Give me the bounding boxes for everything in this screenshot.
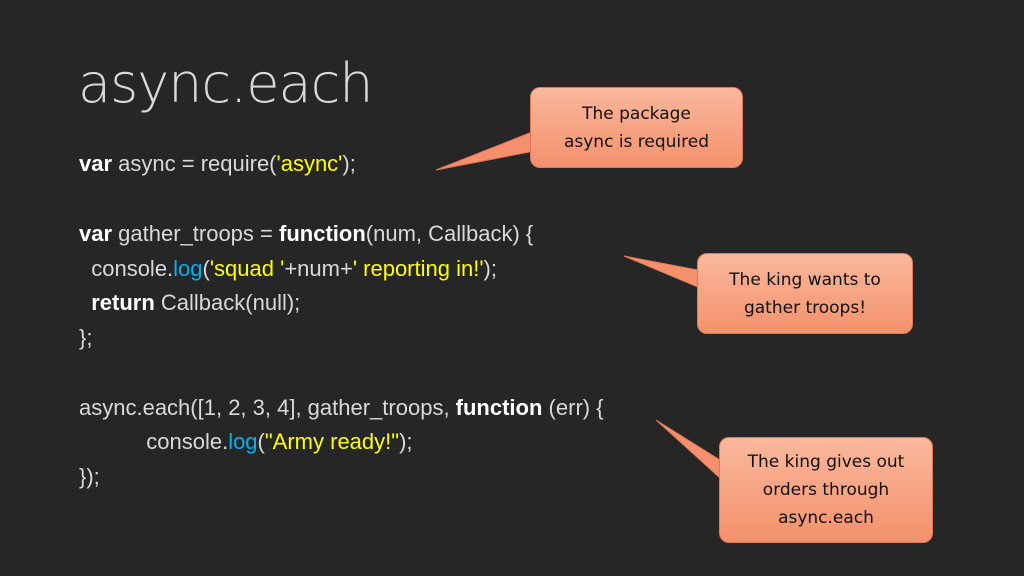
code-text: +num+ [284,256,353,281]
callout-pointer-1 [435,131,541,171]
code-keyword: return [91,290,155,315]
code-line-10: }); [79,464,100,490]
code-keyword: function [455,395,543,420]
code-line-6: }; [79,325,92,351]
code-text [79,290,91,315]
callout-gather-troops: The king wants to gather troops! [697,253,913,334]
code-text: async = require( [112,151,277,176]
callout-line: The king gives out [747,452,905,472]
code-text: (err) { [542,395,604,420]
code-text: ); [342,151,356,176]
slide-title: async.each [78,52,373,115]
code-text: }; [79,325,93,350]
callout-line: The package [582,103,691,124]
code-line-1: var async = require('async'); [79,151,356,177]
callout-line: async is required [563,131,710,152]
code-text: ); [483,256,497,281]
code-string: "Army ready!" [264,429,400,454]
callout-orders-async-each: The king gives out orders through async.… [719,437,933,543]
code-keyword: var [79,151,113,176]
code-string: 'squad ' [209,256,285,281]
code-text: gather_troops = [112,221,279,246]
code-keyword: var [79,221,113,246]
code-text: }); [79,464,100,489]
code-line-3: var gather_troops = function(num, Callba… [79,221,533,247]
code-line-8: async.each([1, 2, 3, 4], gather_troops, … [79,395,604,421]
code-function-call: log [228,429,258,454]
code-text: console. [79,256,174,281]
code-line-5: return Callback(null); [79,290,300,316]
code-string: 'async' [276,151,343,176]
code-text: Callback(null); [154,290,301,315]
code-text: ( [202,256,210,281]
callout-line: async.each [778,508,874,528]
callout-line: The king wants to [729,269,881,290]
callout-pointer-3 [655,419,721,480]
callout-pointer-2 [623,255,701,289]
code-text: console. [79,429,229,454]
code-line-4: console.log('squad '+num+' reporting in!… [79,256,497,282]
callout-line: gather troops! [743,297,867,318]
callout-package-required: The package async is required [530,87,743,168]
code-keyword: function [279,221,366,246]
code-function-call: log [173,256,203,281]
code-text: (num, Callback) { [365,221,534,246]
callout-line: orders through [762,480,890,500]
code-text: ( [257,429,265,454]
code-line-9: console.log("Army ready!"); [79,429,413,455]
code-text: async.each([1, 2, 3, 4], gather_troops, [79,395,456,420]
code-text: ); [399,429,413,454]
code-string: ' reporting in!' [352,256,484,281]
